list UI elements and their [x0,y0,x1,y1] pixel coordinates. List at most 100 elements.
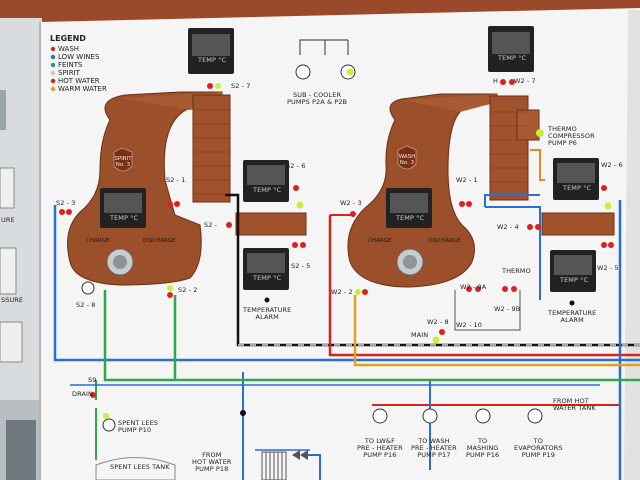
feints-pipe [103,290,640,382]
wash-subcooler [541,212,615,236]
display-w2-7-caption: TEMP °C [498,54,527,62]
thermo-valve-loop [454,290,521,331]
display-s2-7-screen [192,34,230,56]
hot-water-valve [292,450,308,460]
lamp-hot-water [240,410,246,416]
lamp-w2-7-red [500,79,506,85]
legend-item-warm-water: WARM WATER [58,85,107,93]
lamp-w2-9a-red-2 [475,286,481,292]
display-s2-6-caption: TEMP °C [253,186,282,194]
indicator-lamps [59,68,614,419]
lamp-alarm-1 [264,297,270,303]
main-label: MAIN [411,331,429,339]
lamp-w2-7-red-2 [509,79,515,85]
lamp-w2-3-red [350,211,356,217]
temperature-alarm-2: TEMPERATURE ALARM [548,309,597,324]
spirit-key-switch-core [113,255,127,269]
pump-p2a [295,64,311,80]
lamp-main-green [432,336,440,344]
cold-water-pipes [242,372,431,480]
display-s2-5-caption: TEMP °C [253,274,282,282]
wash-still-neck [404,94,497,112]
switch-w2-8: W2 - 8 [427,318,449,326]
lamp-p2b-green [346,68,354,76]
subcooler-label: SUB - COOLER PUMPS P2A & P2B [287,91,348,106]
left-gauge-4 [0,321,23,363]
subcooler-manifold [299,39,349,55]
display-spirit-still-screen [104,193,142,213]
pump-s2-8 [81,281,95,295]
lamp-w2-4-red [527,224,533,230]
display-w2-5-caption: TEMP °C [560,276,589,284]
switch-w2-2: W2 - 2 [331,288,353,296]
drain-line [70,384,600,451]
wash-pipe [328,215,640,357]
switch-w2-6: W2 - 6 [601,161,623,169]
lamp-w2-2-green [355,289,361,295]
switch-s2-8: S2 - 8 [76,301,96,309]
temperature-alarm-1: TEMPERATURE ALARM [243,306,292,321]
wash-condenser-ribs [490,111,528,183]
pump-wash-label: TO WASH PRE - HEATER PUMP P17 [411,437,457,459]
spent-lees-tank [95,457,176,480]
legend-item-low-wines: LOW WINES [58,53,100,61]
switch-s2-3: S2 - 3 [56,199,76,207]
display-spirit-caption: TEMP °C [110,214,139,222]
key-switches [106,248,424,276]
switch-s2-5: S2 - 5 [291,262,311,270]
switch-w2-9b: W2 - 9B [494,305,521,313]
pump-p16-lwf [372,408,388,424]
lamp-w2-6-green [604,202,612,210]
spirit-discharge-label: DISCHARGE [143,238,176,244]
drain-label: DRAIN [72,390,93,398]
lamp-w2-5-red-2 [608,242,614,248]
switch-s9: S9 [88,376,97,384]
lamp-alarm-2 [569,300,575,306]
lamp-s2-6-green [296,201,304,209]
left-gauge-label-1: URE [1,216,15,224]
low-wines-pipe [53,205,640,362]
switch-s2-left: S2 - [204,221,218,229]
display-w2-6-screen [557,163,595,183]
legend-item-spirit: SPIRIT [58,69,80,77]
thermo-pipe [530,149,545,181]
spent-lees-pump-label: SPENT LEES PUMP P10 [118,419,159,434]
lamp-w2-8-red [439,329,445,335]
hot-water-coil [261,451,287,480]
lamp-s2-2-green [167,285,173,291]
pump-evap-label: TO EVAPORATORS PUMP P19 [514,437,563,459]
lamp-s2-7-green [215,83,221,89]
switch-w2-4: W2 - 4 [497,223,519,231]
display-s2-7-caption: TEMP °C [198,56,227,64]
wash-still-shield-label: WASH No. 3 [398,154,416,166]
temperature-displays [100,26,599,292]
display-s2-5-screen [247,253,285,273]
lamp-p10-green [103,413,109,419]
lamp-w2-1-red [459,201,465,207]
thermo-compressor-label: THERMO COMPRESSOR PUMP P6 [548,125,595,147]
display-w2-6-caption: TEMP °C [563,184,592,192]
lamp-w2-9b-red-2 [511,286,517,292]
pump-p19 [527,408,543,424]
lamp-s2-2-red [167,292,173,298]
display-s2-6-screen [247,165,285,185]
legend-swatches [50,46,56,92]
from-hot-water-tank-label: FROM HOT WATER TANK [553,397,596,412]
left-gauge-3 [0,247,17,295]
warm-water-pipe [353,295,640,367]
spirit-still-shield-label: SPIRIT No. 3 [114,156,132,168]
legend-item-feints: FEINTS [58,61,83,69]
pump-p16-mashing [475,408,491,424]
lamp-w2-9a-red [466,286,472,292]
lamp-s2-red [226,222,232,228]
lamp-p6-green [536,129,544,137]
legend-title: LEGEND [50,34,86,43]
spirit-condenser-ribs [193,109,230,195]
wash-shield [397,145,417,170]
from-hot-water-pump-label: FROM HOT WATER PUMP P18 [192,451,232,473]
switch-s2-7: S2 - 7 [231,82,251,90]
left-door-window [6,420,36,480]
legend-item-wash: WASH [58,45,80,53]
